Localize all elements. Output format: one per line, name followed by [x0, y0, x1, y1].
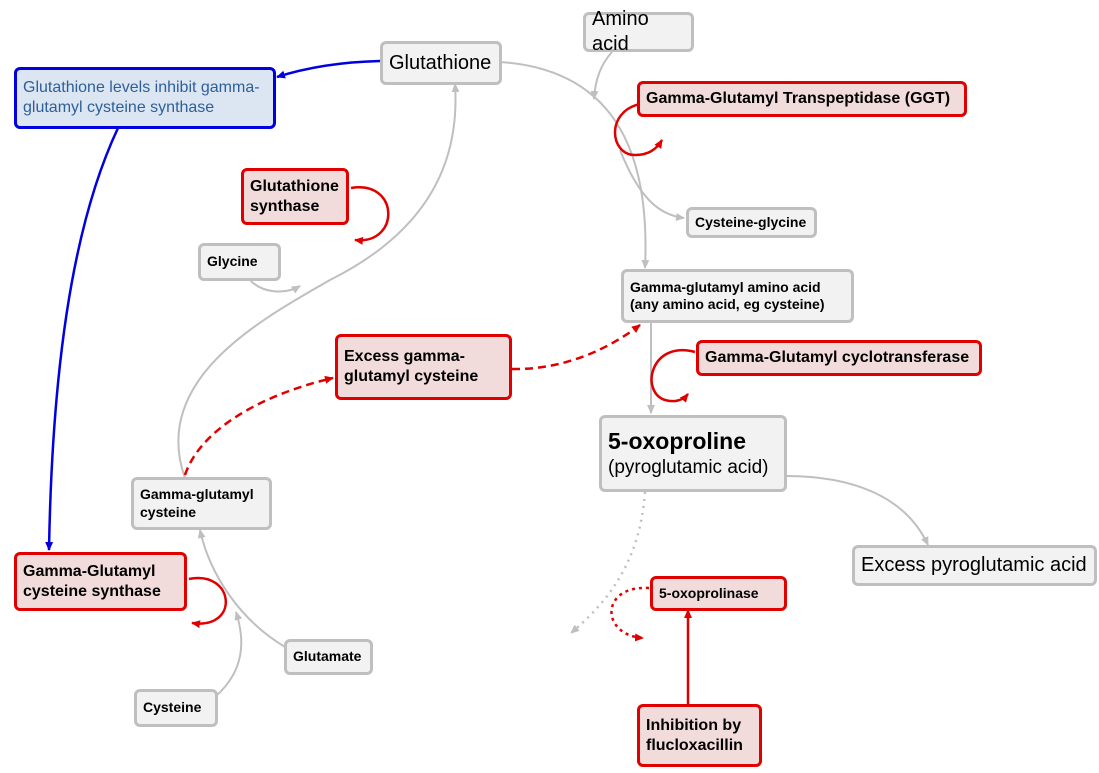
enzyme-curl-oxoprolinase [610, 586, 650, 642]
node-gg-cysteine-label: Gamma-glutamyl cysteine [140, 486, 254, 520]
node-cysteine-glycine[interactable]: Cysteine-glycine [686, 207, 817, 238]
enzyme-curl-ggt [613, 102, 664, 157]
arrow-oxoproline-dotted [570, 491, 647, 634]
node-glutathione[interactable]: Glutathione [380, 41, 502, 85]
node-oxoprolinase[interactable]: 5-oxoprolinase [650, 576, 787, 611]
node-excess-pyroglutamic-label: Excess pyroglutamic acid [861, 554, 1087, 576]
node-glutamate-label: Glutamate [293, 648, 362, 665]
arrow-excess-to-gg-amino-acid [511, 324, 641, 371]
node-glycine-label: Glycine [207, 253, 258, 270]
node-excess-gg-cysteine[interactable]: Excess gamma-glutamyl cysteine [335, 334, 512, 400]
node-gg-cysteine[interactable]: Gamma-glutamyl cysteine [131, 477, 272, 530]
arrow-to-cysteine-glycine [619, 149, 685, 221]
arrow-inhibit-note-to-synthase [45, 127, 120, 551]
arrow-glycine-in [249, 279, 301, 294]
arrow-glutamate-to-gg-cysteine [197, 529, 286, 648]
arrow-cysteine-in [215, 611, 243, 697]
node-ggc-synthase-label: Gamma-Glutamyl cysteine synthase [23, 562, 161, 600]
node-gg-amino-acid[interactable]: Gamma-glutamyl amino acid (any amino aci… [621, 269, 854, 323]
arrow-glutathione-to-inhibit-note [276, 59, 381, 79]
node-oxoproline-subtitle: (pyroglutamic acid) [608, 457, 769, 478]
node-oxoprolinase-label: 5-oxoprolinase [659, 584, 759, 601]
arrow-oxoproline-to-excess [785, 475, 929, 546]
node-glutathione-synthase-label: Glutathione synthase [250, 177, 339, 215]
enzyme-curl-ggc-synthase [188, 576, 228, 629]
node-glycine[interactable]: Glycine [198, 243, 281, 281]
node-oxoproline[interactable]: 5-oxoproline (pyroglutamic acid) [599, 415, 787, 492]
node-inhibit-note[interactable]: Glutathione levels inhibit gamma-glutamy… [14, 67, 276, 129]
node-amino-acid-label: Amino acid [592, 8, 649, 55]
node-gg-cyclotransferase-label: Gamma-Glutamyl cyclotransferase [705, 349, 970, 366]
node-inhibition-flucloxacillin[interactable]: Inhibition by flucloxacillin [637, 704, 762, 767]
node-inhibit-note-label: Glutathione levels inhibit gamma-glutamy… [23, 79, 260, 116]
node-gg-amino-acid-line2: (any amino acid, eg cysteine) [630, 296, 825, 312]
node-inhibition-flucloxacillin-label: Inhibition by flucloxacillin [646, 716, 743, 754]
node-ggc-synthase[interactable]: Gamma-Glutamyl cysteine synthase [14, 552, 187, 611]
node-excess-pyroglutamic[interactable]: Excess pyroglutamic acid [852, 545, 1097, 586]
arrow-gg-cysteine-to-glutathione [177, 83, 460, 479]
node-gg-amino-acid-line1: Gamma-glutamyl amino acid [630, 278, 821, 295]
node-oxoproline-title: 5-oxoproline [608, 428, 747, 455]
node-glutamate[interactable]: Glutamate [284, 639, 373, 675]
node-excess-gg-cysteine-label: Excess gamma-glutamyl cysteine [344, 348, 479, 385]
arrow-gg-cysteine-to-excess [183, 375, 334, 476]
node-gg-cyclotransferase[interactable]: Gamma-Glutamyl cyclotransferase [696, 340, 982, 376]
enzyme-curl-glutathione-synthase [350, 186, 390, 245]
node-glutathione-label: Glutathione [389, 51, 492, 74]
arrow-glutathione-to-gg-amino-acid [499, 61, 650, 269]
node-amino-acid[interactable]: Amino acid [583, 8, 694, 55]
node-cysteine-label: Cysteine [143, 699, 202, 716]
node-cysteine[interactable]: Cysteine [134, 689, 218, 727]
node-ggt-label: Gamma-Glutamyl Transpeptidase (GGT) [646, 90, 951, 107]
node-ggt[interactable]: Gamma-Glutamyl Transpeptidase (GGT) [637, 81, 967, 117]
enzyme-curl-cyclotransferase [650, 349, 696, 403]
node-glutathione-synthase[interactable]: Glutathione synthase [241, 168, 349, 225]
node-cysteine-glycine-label: Cysteine-glycine [695, 213, 807, 230]
arrow-amino-acid-in [590, 51, 613, 100]
